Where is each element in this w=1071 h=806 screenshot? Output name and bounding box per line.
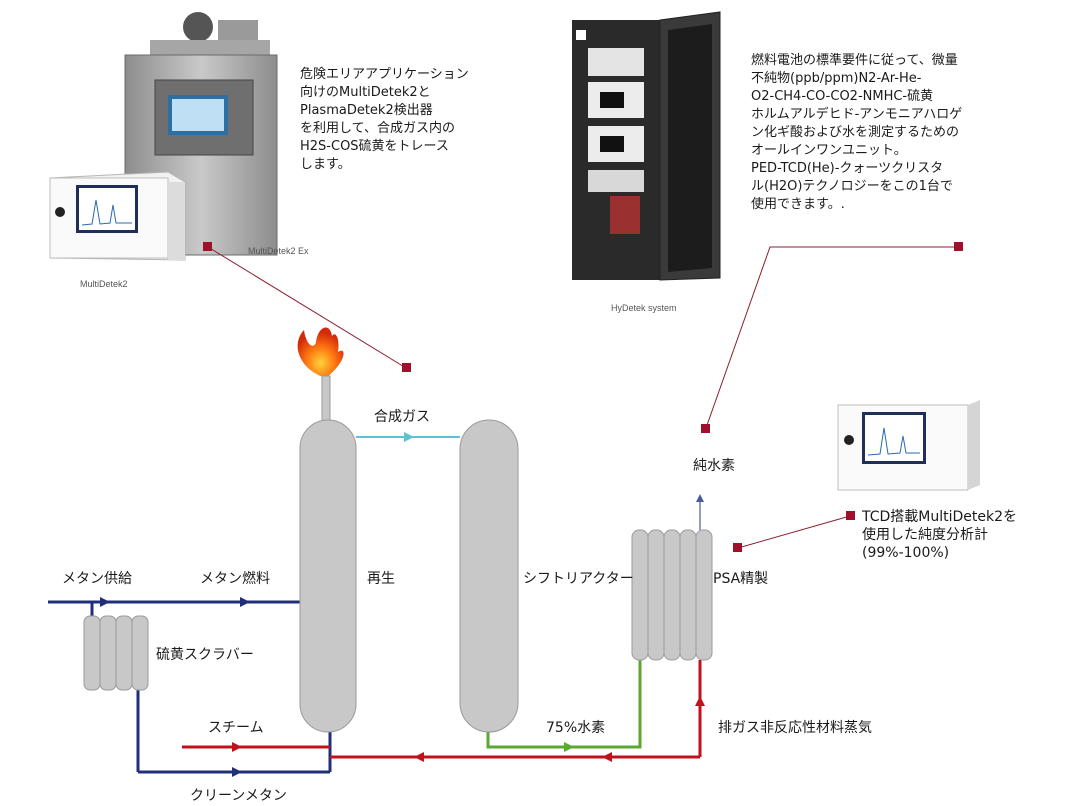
- label-syngas: 合成ガス: [374, 409, 430, 425]
- label-clean-methane: クリーンメタン: [190, 788, 287, 804]
- tcd-callout-text: TCD搭載MultiDetek2を 使用した純度分析計 (99%-100%): [862, 509, 1018, 561]
- syngas-arrow: [404, 432, 414, 442]
- leader-line-hazard: [207, 246, 407, 369]
- pure-hydrogen-arrow: [696, 494, 704, 502]
- marker-hazard-end: [402, 363, 411, 372]
- hazard-callout-text: 危険エリアアプリケーション 向けのMultiDetek2と PlasmaDete…: [300, 67, 469, 172]
- leader-line-tcd: [737, 515, 851, 549]
- label-sulfur-scrubber: 硫黄スクラバー: [156, 647, 254, 663]
- label-pure-hydrogen: 純水素: [693, 458, 735, 474]
- multidetek2-analyzer-image: [49, 171, 186, 261]
- label-offgas: 排ガス非反応性材料蒸気: [718, 720, 872, 736]
- methane-arrows: [100, 597, 250, 777]
- red-arrows: [232, 696, 705, 762]
- flare-flame-icon: [297, 327, 344, 378]
- leader-line-hydetek: [705, 246, 958, 429]
- regenerator-vessel: [299, 419, 357, 733]
- marker-tcd-end: [733, 543, 742, 552]
- label-methane-fuel: メタン燃料: [200, 571, 270, 587]
- marker-hazard-start: [203, 242, 212, 251]
- hydetek-rack-image: [572, 11, 721, 281]
- steam-offgas-pipes: [182, 660, 702, 759]
- hydetek-callout-text: 燃料電池の標準要件に従って、微量 不純物(ppb/ppm)N2-Ar-He- O…: [751, 53, 963, 212]
- tcd-multidetek2-image: [837, 400, 980, 491]
- label-steam: スチーム: [208, 720, 264, 736]
- caption-multidetek2: MultiDetek2: [80, 279, 128, 289]
- multidetek2-ex-cabinet-image: [124, 12, 278, 256]
- shift-reactor-vessel: [459, 419, 519, 733]
- flare-stack: [321, 375, 331, 423]
- caption-hydetek: HyDetek system: [611, 303, 677, 313]
- marker-hydetek-start: [954, 242, 963, 251]
- sulfur-scrubber: [83, 615, 149, 691]
- marker-hydetek-end: [701, 424, 710, 433]
- label-hydrogen-75: 75%水素: [546, 720, 606, 736]
- label-shift-reactor: シフトリアクター: [523, 571, 634, 587]
- label-methane-feed: メタン供給: [62, 571, 132, 587]
- psa-unit: [631, 529, 713, 661]
- label-regenerator: 再生: [367, 571, 395, 587]
- caption-multidetek2-ex: MultiDetek2 Ex: [248, 246, 309, 256]
- label-psa: PSA精製: [713, 571, 769, 587]
- green-arrow: [564, 742, 574, 752]
- marker-tcd-start: [846, 511, 855, 520]
